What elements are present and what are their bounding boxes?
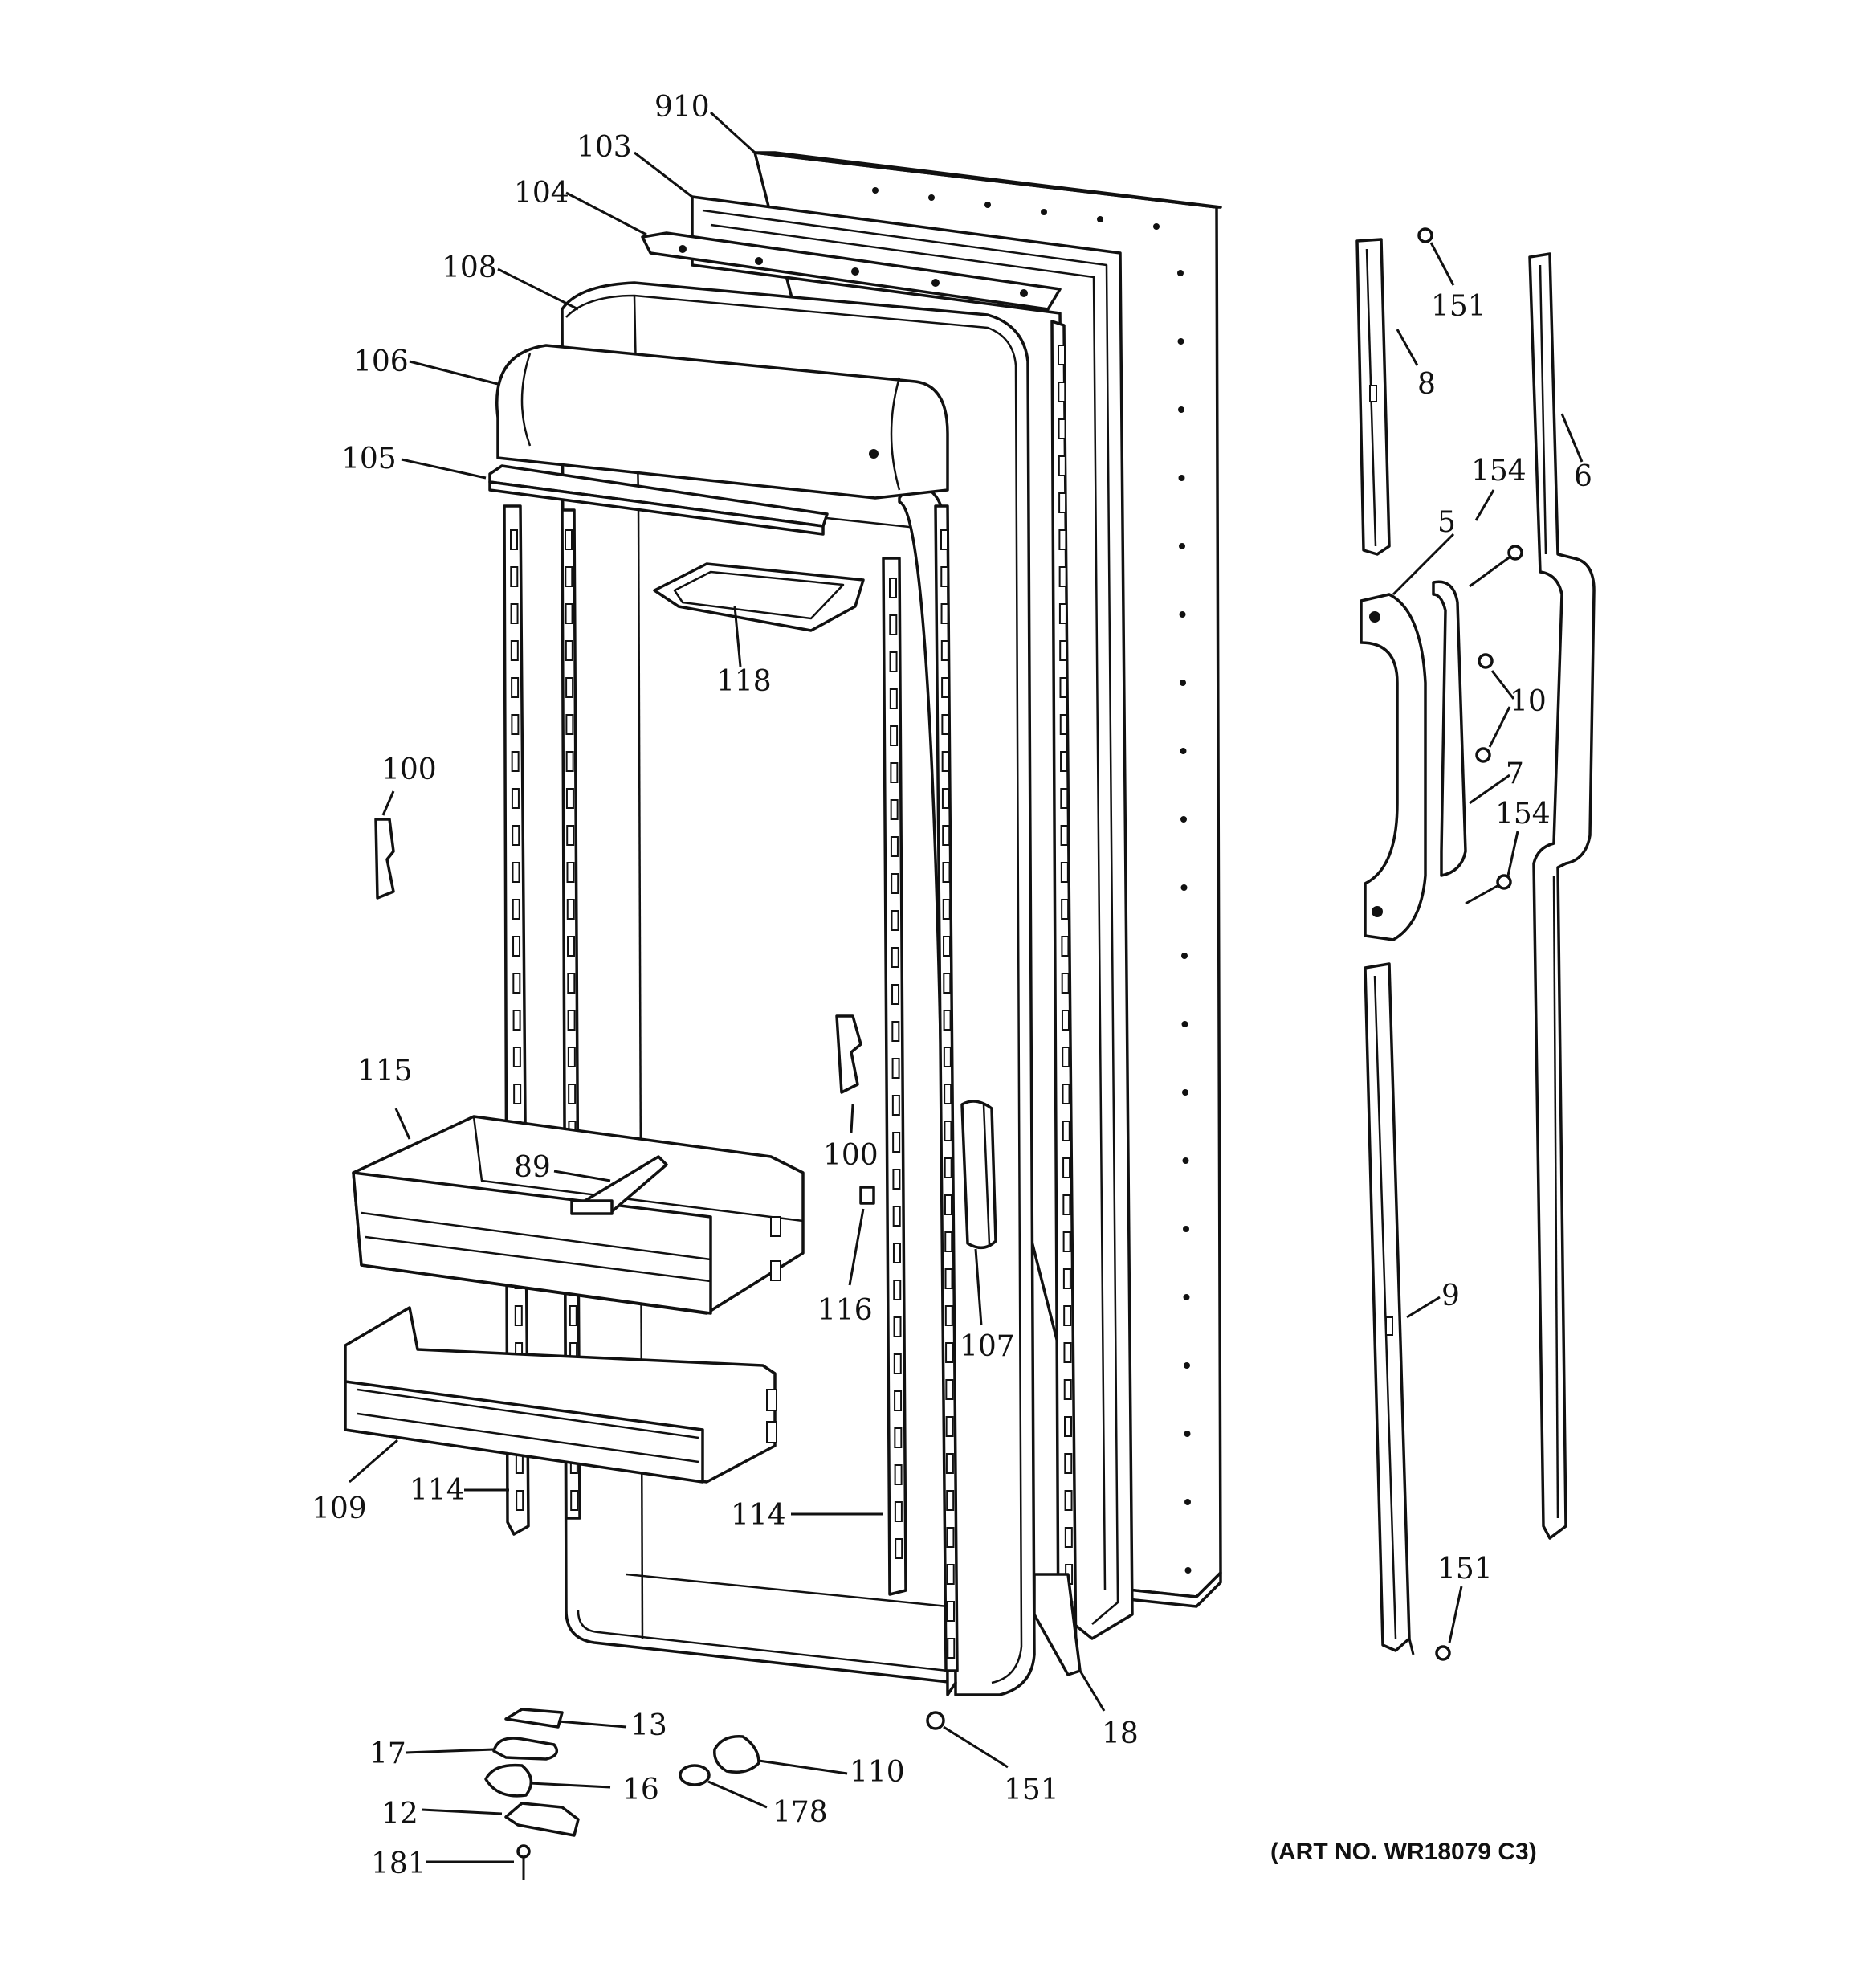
- leader-lines: [349, 111, 1584, 1863]
- liner-cutaway-107: [960, 1100, 997, 1249]
- handle-trim-lower: [1364, 962, 1415, 1655]
- label-118: 118: [716, 665, 772, 698]
- label-114-center: 114: [731, 1499, 786, 1532]
- label-178: 178: [773, 1796, 828, 1829]
- label-108: 108: [442, 251, 497, 284]
- label-109: 109: [312, 1492, 367, 1525]
- clip-116: [859, 1186, 875, 1205]
- label-181: 181: [371, 1847, 426, 1880]
- label-115: 115: [357, 1055, 413, 1088]
- label-110: 110: [850, 1756, 905, 1789]
- label-100-center: 100: [823, 1139, 879, 1172]
- label-17: 17: [369, 1737, 406, 1770]
- label-5: 5: [1437, 506, 1456, 539]
- door-bin-with-divider: [352, 1115, 805, 1315]
- label-151-right: 151: [1437, 1553, 1493, 1586]
- label-910: 910: [654, 91, 710, 124]
- label-106: 106: [353, 345, 409, 378]
- part-110: [713, 1735, 760, 1774]
- label-100-left: 100: [381, 753, 437, 786]
- label-104: 104: [514, 177, 569, 210]
- label-89: 89: [514, 1151, 551, 1184]
- door-gasket: [691, 195, 1134, 1640]
- label-12: 12: [381, 1798, 418, 1831]
- part-178: [679, 1764, 711, 1786]
- art-number: (ART NO. WR18079 C3): [1270, 1839, 1537, 1865]
- hinge-assembly: [484, 1708, 580, 1880]
- top-trim-strip: [641, 231, 1062, 311]
- label-105: 105: [341, 443, 397, 476]
- hinge-side-strip: [1033, 1573, 1082, 1676]
- handle-cover: [1432, 580, 1467, 877]
- label-154-top: 154: [1471, 455, 1527, 488]
- label-151-top: 151: [1431, 290, 1486, 323]
- handle-side-gasket: [1528, 252, 1596, 1540]
- label-18: 18: [1102, 1717, 1139, 1750]
- handle-screws: [926, 227, 1523, 1730]
- label-9: 9: [1441, 1280, 1460, 1312]
- door-shelf-bin: [344, 1306, 777, 1484]
- handle-trim-upper: [1355, 238, 1391, 556]
- label-107: 107: [960, 1330, 1015, 1363]
- label-114-left: 114: [410, 1474, 465, 1507]
- door-handle: [1360, 593, 1427, 941]
- egg-tray: [653, 562, 865, 632]
- shelf-clip-left: [374, 818, 395, 900]
- label-8: 8: [1417, 368, 1436, 401]
- label-10: 10: [1510, 685, 1547, 718]
- label-103: 103: [577, 131, 632, 164]
- label-6: 6: [1574, 460, 1592, 493]
- label-151-bottom: 151: [1004, 1774, 1059, 1806]
- part-labels: 910 103 104 108 106 105 118 100 100 115 …: [312, 91, 1592, 1880]
- label-13: 13: [630, 1709, 667, 1742]
- label-154-bottom: 154: [1495, 798, 1551, 831]
- label-16: 16: [622, 1774, 659, 1806]
- label-116: 116: [817, 1294, 873, 1327]
- shelf-clip-center: [835, 1014, 862, 1094]
- label-7: 7: [1506, 757, 1524, 790]
- dairy-compartment-door: [488, 344, 949, 536]
